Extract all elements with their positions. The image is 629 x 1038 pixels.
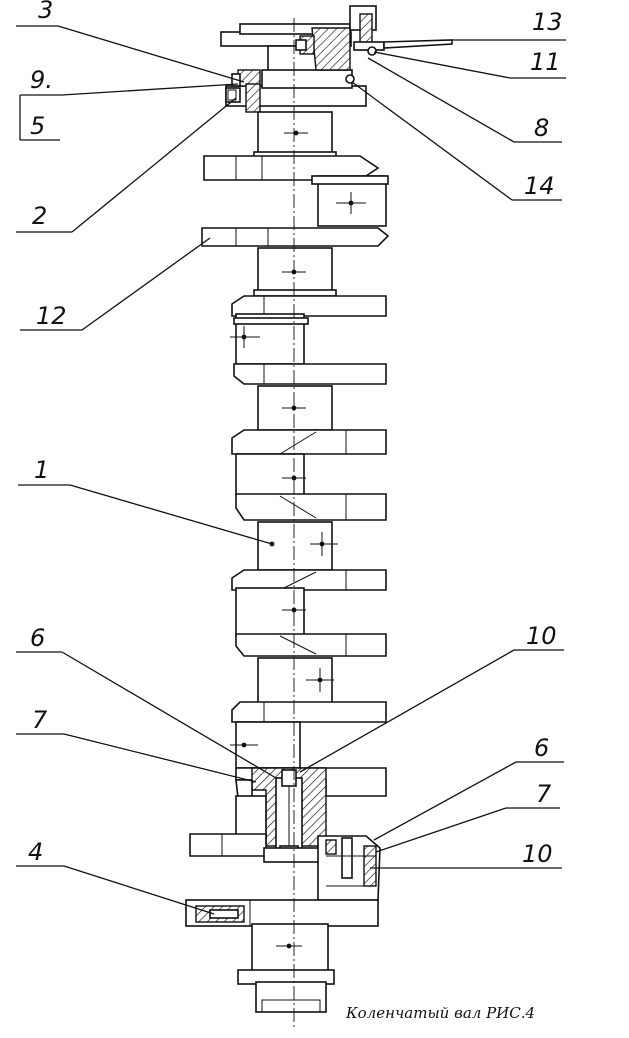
leader-lines bbox=[16, 25, 566, 915]
part-labels: 3 9. 5 2 12 1 6 7 4 13 11 8 14 10 6 7 10 bbox=[28, 0, 563, 868]
label-5: 5 bbox=[30, 112, 45, 140]
label-12: 12 bbox=[36, 302, 67, 330]
figure-caption: Коленчатый вал РИС.4 bbox=[345, 1004, 535, 1022]
label-7-right: 7 bbox=[536, 780, 552, 808]
crank-web-6 bbox=[235, 493, 387, 521]
label-6-right: 6 bbox=[534, 734, 549, 762]
crank-web-10 bbox=[189, 833, 267, 857]
label-10-lower: 10 bbox=[522, 840, 553, 868]
crank-web-2 bbox=[201, 227, 390, 247]
label-10-upper: 10 bbox=[526, 622, 557, 650]
label-11: 11 bbox=[530, 48, 561, 76]
label-2: 2 bbox=[32, 202, 47, 230]
label-7-left: 7 bbox=[32, 706, 48, 734]
label-1: 1 bbox=[34, 456, 49, 484]
crankpin-3 bbox=[235, 453, 305, 497]
crank-web-4 bbox=[233, 363, 387, 385]
label-3: 3 bbox=[38, 0, 53, 24]
crank-web-3 bbox=[231, 295, 387, 317]
label-9: 9. bbox=[30, 66, 53, 94]
label-6-left: 6 bbox=[30, 624, 45, 652]
label-13: 13 bbox=[532, 8, 563, 36]
crank-web-9 bbox=[231, 701, 387, 723]
crank-web-5 bbox=[231, 429, 387, 455]
label-8: 8 bbox=[534, 114, 549, 142]
crank-web-7 bbox=[231, 569, 387, 591]
label-14: 14 bbox=[524, 172, 555, 200]
crankpin-4 bbox=[235, 587, 305, 637]
label-4: 4 bbox=[28, 838, 43, 866]
front-end-assembly bbox=[220, 5, 453, 113]
center-marks bbox=[230, 130, 366, 949]
crank-web-1 bbox=[203, 155, 380, 181]
main-journal-4 bbox=[257, 521, 333, 571]
crank-web-8 bbox=[235, 633, 387, 657]
crankshaft bbox=[185, 5, 453, 1013]
